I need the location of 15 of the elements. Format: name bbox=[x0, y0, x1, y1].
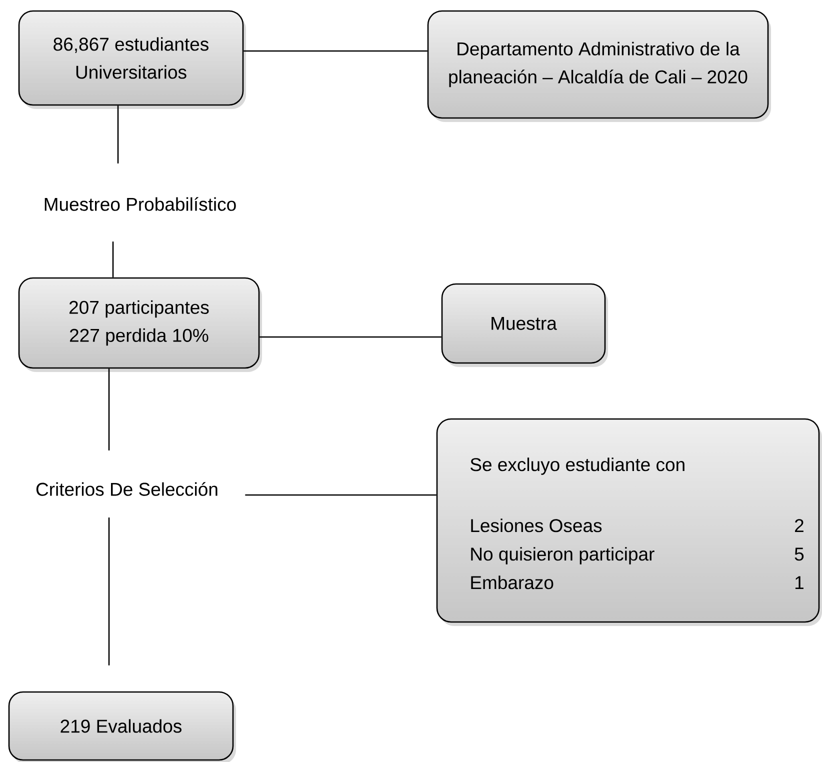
connector-line bbox=[244, 50, 428, 52]
connector-line bbox=[108, 518, 110, 666]
connector-line bbox=[245, 494, 436, 496]
connector-line bbox=[112, 242, 114, 278]
process-box: 219 Evaluados bbox=[8, 691, 236, 762]
process-box: 207 participantes 227 perdida 10% bbox=[18, 277, 262, 372]
step-label: Muestreo Probabilístico bbox=[44, 197, 236, 211]
process-box: 86,867 estudiantes Universitarios bbox=[18, 10, 246, 109]
process-box: Departamento Administrativo de la planeación – Alcaldía de Cali – 2020 bbox=[427, 10, 771, 122]
process-box: Muestra bbox=[441, 283, 608, 367]
step-label: Criterios De Selección bbox=[36, 482, 218, 496]
process-box: Se excluyo estudiante con Lesiones Oseas 2 No quisieron participar 5 Embarazo 1 bbox=[436, 418, 822, 626]
connector-line bbox=[117, 106, 119, 164]
connector-line bbox=[260, 336, 442, 338]
connector-line bbox=[108, 368, 110, 450]
